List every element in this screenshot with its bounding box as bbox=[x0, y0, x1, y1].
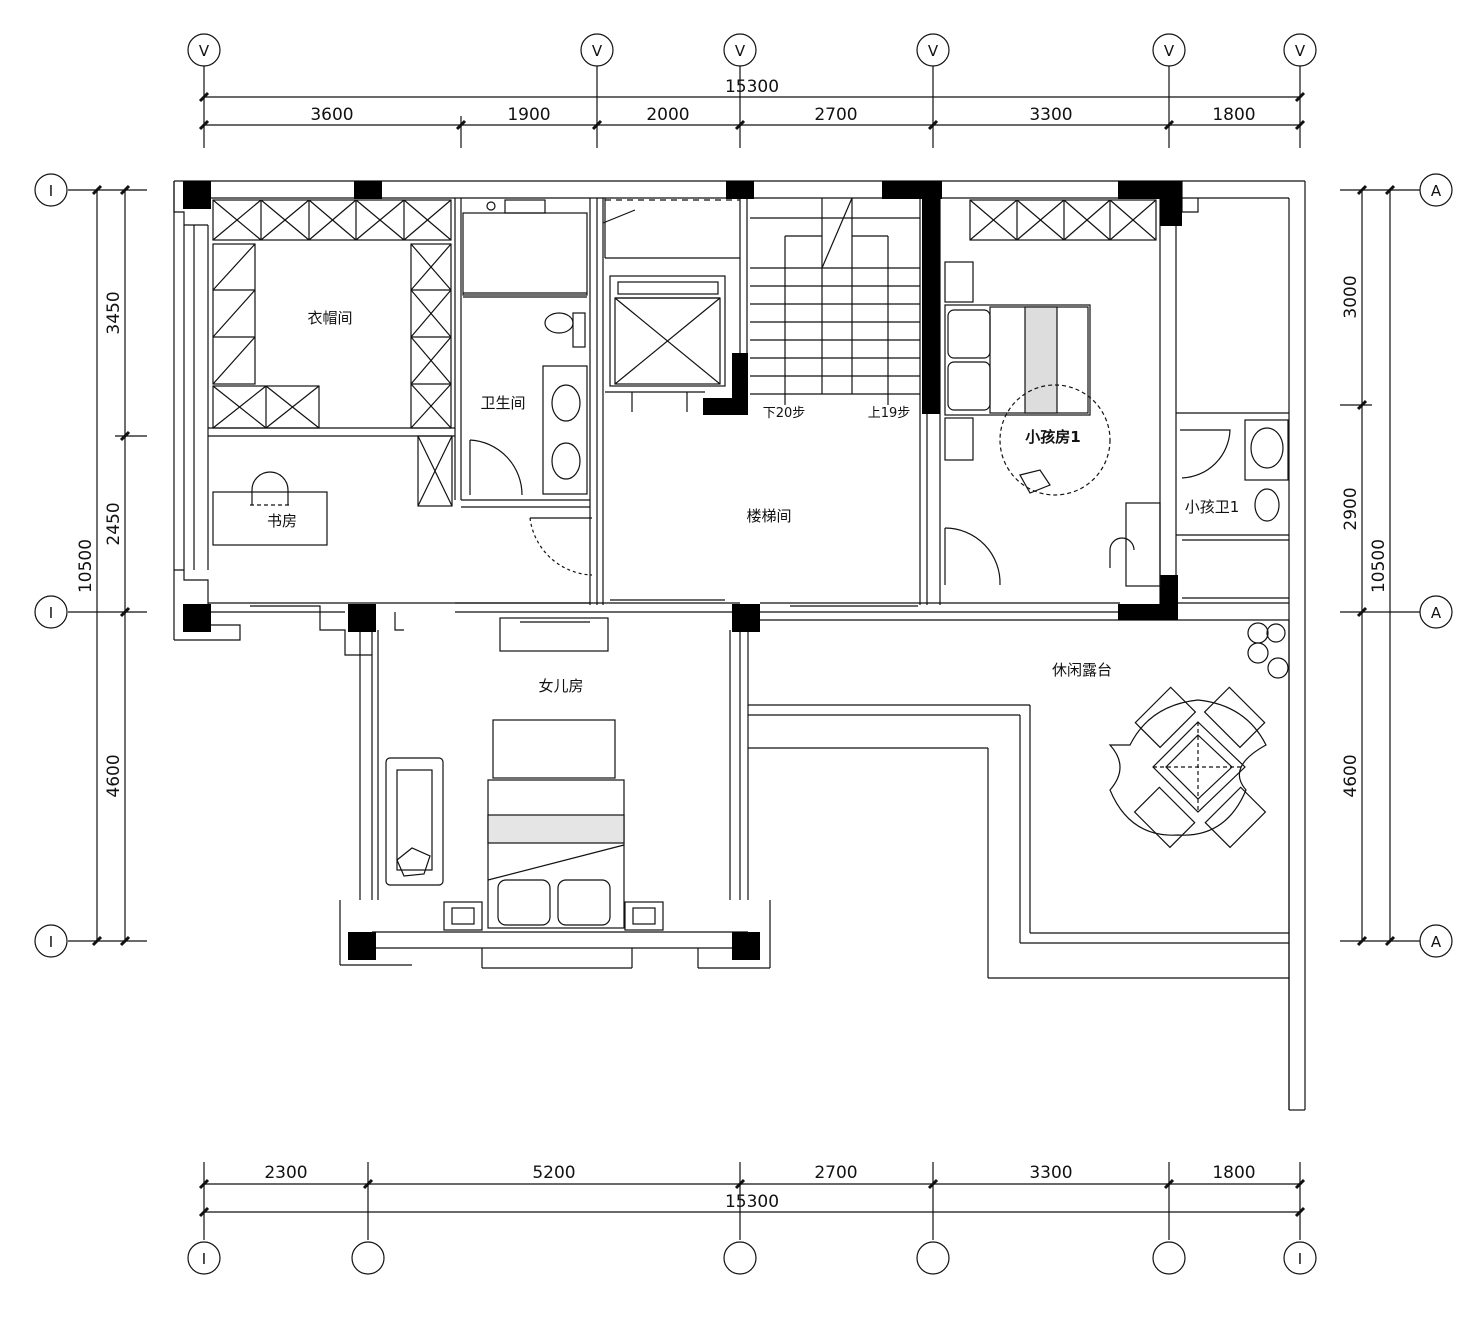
columns bbox=[183, 181, 1182, 960]
axis-bottom-1: I bbox=[202, 1250, 206, 1268]
left-dimension-text: 10500 3450 2450 4600 bbox=[76, 291, 124, 797]
top-axis-bubbles bbox=[187, 33, 1317, 67]
axis-top-3: V bbox=[735, 42, 746, 60]
axis-top-1: V bbox=[199, 42, 210, 60]
top-seg-1: 3600 bbox=[310, 105, 353, 125]
label-daughter-room: 女儿房 bbox=[538, 677, 583, 695]
right-seg-1: 3000 bbox=[1341, 275, 1361, 318]
label-stairs-down: 下20步 bbox=[763, 406, 806, 421]
doors bbox=[499, 429, 1231, 652]
bottom-seg-4: 3300 bbox=[1029, 1163, 1072, 1183]
label-stairwell: 楼梯间 bbox=[746, 507, 791, 525]
label-cloakroom: 衣帽间 bbox=[307, 309, 352, 327]
left-seg-2: 2450 bbox=[104, 502, 124, 545]
top-seg-4: 2700 bbox=[814, 105, 857, 125]
label-bathroom: 卫生间 bbox=[480, 394, 525, 412]
label-study: 书房 bbox=[267, 512, 297, 530]
child-room-furniture bbox=[944, 199, 1161, 587]
axis-text: V V V V V V I I I A A A I I bbox=[49, 42, 1442, 1268]
left-seg-3: 4600 bbox=[104, 754, 124, 797]
label-stairs-up: 上19步 bbox=[868, 406, 911, 421]
right-seg-2: 2900 bbox=[1341, 487, 1361, 530]
bottom-seg-2: 5200 bbox=[532, 1163, 575, 1183]
stairs bbox=[602, 197, 920, 412]
right-total: 10500 bbox=[1369, 539, 1389, 593]
axis-right-1: A bbox=[1431, 182, 1442, 200]
bottom-seg-3: 2700 bbox=[814, 1163, 857, 1183]
axis-top-6: V bbox=[1295, 42, 1306, 60]
left-dimension-lines bbox=[68, 184, 147, 947]
walls bbox=[173, 180, 1306, 1111]
label-terrace: 休闲露台 bbox=[1052, 661, 1112, 679]
child-bath-fixtures bbox=[1182, 419, 1289, 599]
axis-left-1: I bbox=[49, 182, 53, 200]
top-seg-3: 2000 bbox=[646, 105, 689, 125]
axis-top-5: V bbox=[1164, 42, 1175, 60]
top-total: 15300 bbox=[725, 77, 779, 97]
bottom-dimension-lines bbox=[198, 1162, 1306, 1240]
left-axis-bubbles bbox=[34, 173, 68, 958]
axis-bottom-6: I bbox=[1298, 1250, 1302, 1268]
room-labels: 衣帽间 卫生间 书房 楼梯间 女儿房 小孩房1 小孩卫1 休闲露台 下20步 上… bbox=[267, 309, 1239, 695]
right-dimension-lines bbox=[1340, 184, 1420, 947]
bottom-seg-1: 2300 bbox=[264, 1163, 307, 1183]
bottom-seg-5: 1800 bbox=[1212, 1163, 1255, 1183]
study-desk bbox=[212, 471, 328, 546]
terrace-table bbox=[1108, 622, 1289, 849]
label-child-bath: 小孩卫1 bbox=[1185, 498, 1240, 516]
bottom-dimension-text: 2300 5200 2700 3300 1800 15300 bbox=[264, 1163, 1255, 1212]
right-dimension-text: 3000 2900 4600 10500 bbox=[1341, 275, 1389, 797]
top-seg-5: 3300 bbox=[1029, 105, 1072, 125]
axis-left-2: I bbox=[49, 604, 53, 622]
bottom-axis-bubbles bbox=[187, 1241, 1317, 1275]
top-seg-2: 1900 bbox=[507, 105, 550, 125]
axis-top-2: V bbox=[592, 42, 603, 60]
right-seg-3: 4600 bbox=[1341, 754, 1361, 797]
axis-top-4: V bbox=[928, 42, 939, 60]
axis-right-2: A bbox=[1431, 604, 1442, 622]
top-seg-6: 1800 bbox=[1212, 105, 1255, 125]
bottom-total: 15300 bbox=[725, 1192, 779, 1212]
left-seg-1: 3450 bbox=[104, 291, 124, 334]
wardrobes bbox=[212, 199, 453, 507]
bathroom-fixtures bbox=[462, 199, 588, 496]
daughter-room-furniture bbox=[385, 719, 664, 931]
top-dimension-text: 15300 3600 1900 2000 2700 3300 1800 bbox=[310, 77, 1255, 125]
axis-right-3: A bbox=[1431, 933, 1442, 951]
left-total: 10500 bbox=[76, 539, 96, 593]
axis-left-3: I bbox=[49, 933, 53, 951]
right-axis-bubbles bbox=[1419, 173, 1453, 958]
top-dimension-lines bbox=[198, 66, 1306, 148]
label-child-room: 小孩房1 bbox=[1025, 428, 1080, 446]
